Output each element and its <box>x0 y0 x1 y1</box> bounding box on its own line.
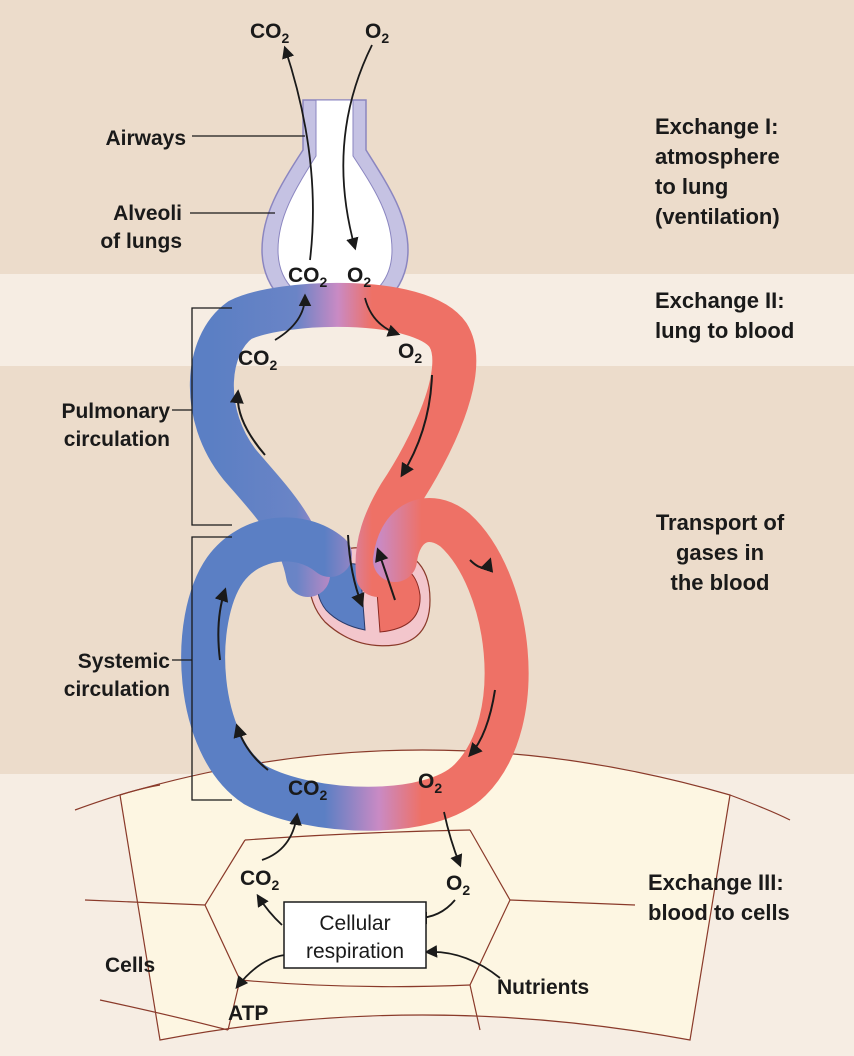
systemic-label-line1: Systemic <box>78 650 171 673</box>
exchange3-line1: Exchange III: <box>648 870 784 895</box>
transport-line1: Transport of <box>656 510 785 535</box>
exchange1-line3: to lung <box>655 174 728 199</box>
exchange1-line2: atmosphere <box>655 144 780 169</box>
transport-line3: the blood <box>671 570 770 595</box>
cellular-respiration-line1: Cellular <box>319 912 390 935</box>
systemic-label-line2: circulation <box>64 678 170 701</box>
cellular-respiration-line2: respiration <box>306 940 404 963</box>
exchange2-line2: lung to blood <box>655 318 794 343</box>
pulmonary-label-line1: Pulmonary <box>61 400 170 423</box>
alveoli-label-line1: Alveoli <box>113 202 182 225</box>
nutrients-label: Nutrients <box>497 976 589 999</box>
alveoli-label-line2: of lungs <box>100 230 182 253</box>
exchange2-line1: Exchange II: <box>655 288 785 313</box>
exchange1-line4: (ventilation) <box>655 204 780 229</box>
transport-line2: gases in <box>676 540 764 565</box>
atp-label: ATP <box>228 1002 268 1025</box>
exchange3-line2: blood to cells <box>648 900 790 925</box>
pulmonary-label-line2: circulation <box>64 428 170 451</box>
exchange1-line1: Exchange I: <box>655 114 778 139</box>
cells-label: Cells <box>105 954 155 977</box>
airways-label: Airways <box>105 127 186 150</box>
